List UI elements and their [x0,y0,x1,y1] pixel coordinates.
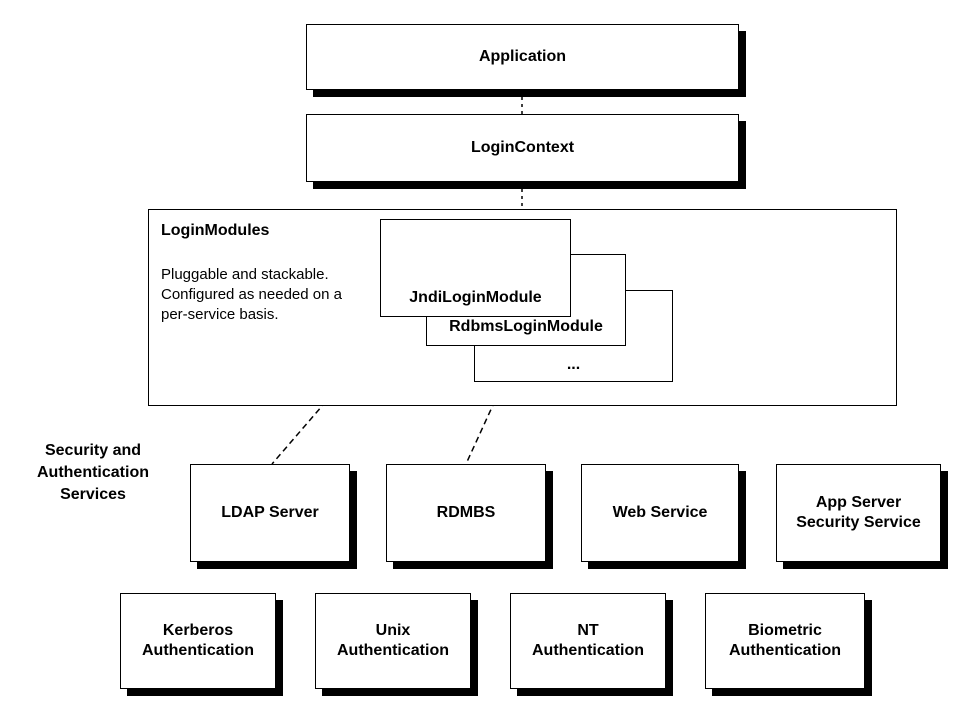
more-modules-label: ... [566,356,581,373]
web-service-box: Web Service [581,464,739,562]
rdbmsloginmodule-label: RdbmsLoginModule [449,318,603,335]
services-heading: Security and Authentication Services [37,442,149,503]
loginmodules-title: LoginModules [161,222,270,239]
loginmodules-description: Pluggable and stackable. Configured as n… [161,266,342,323]
jndiloginmodule-box: JndiLoginModule [380,219,571,317]
logincontext-box: LoginContext [306,114,739,182]
jndiloginmodule-label: JndiLoginModule [409,289,542,306]
application-label: Application [478,48,567,65]
logincontext-label: LoginContext [470,139,575,156]
application-box: Application [306,24,739,90]
ldap-server-box: LDAP Server [190,464,350,562]
rdmbs-box: RDMBS [386,464,546,562]
